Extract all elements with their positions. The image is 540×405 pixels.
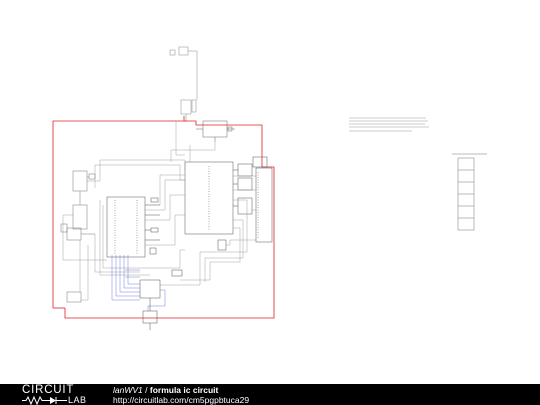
logo-bottom-row: LAB [22,395,96,405]
circuit-title[interactable]: formula ic circuit [149,385,219,395]
top-component-group [169,46,198,122]
circuit-url[interactable]: http://circuitlab.com/cm5pgpbtuca29 [113,395,250,405]
driver-ic-block [139,269,183,330]
circuitlab-logo[interactable]: CIRCUIT LAB [22,384,96,405]
logo-top-text: CIRCUIT [22,384,75,396]
center-ic-block [184,161,253,251]
footer-bar: CIRCUIT LAB lanWV1 / formula ic circuit … [0,384,540,405]
notes-text-block [349,117,429,132]
author-link[interactable]: lanWV1 [113,385,143,395]
schematic-canvas[interactable] [0,0,540,384]
resistor-diode-icon [22,396,67,405]
circuit-title-line: lanWV1 / formula ic circuit [113,385,218,395]
data-bus [111,255,166,311]
signal-wires [62,121,256,301]
regulator-block [196,120,235,142]
mcu-block [106,196,160,258]
right-connector-block [252,156,273,243]
title-separator: / [142,385,150,395]
power-loop [52,116,275,319]
circuit-schematic[interactable] [0,0,540,384]
pinout-table [452,153,487,231]
left-component-group [60,170,96,303]
logo-bottom-text: LAB [68,395,87,405]
